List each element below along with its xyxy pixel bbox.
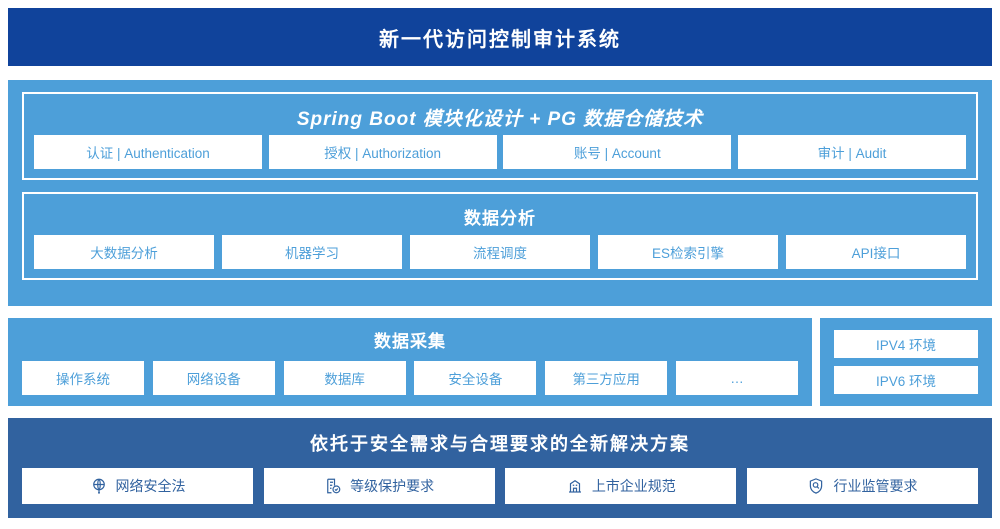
chip-account[interactable]: 账号 | Account [503,135,732,169]
solution-panel: 依托于安全需求与合理要求的全新解决方案 网络安全法 [8,418,992,518]
data-analysis-group: 数据分析 大数据分析 机器学习 流程调度 ES检索引擎 API接口 [22,192,978,280]
data-analysis-chip-row: 大数据分析 机器学习 流程调度 ES检索引擎 API接口 [34,235,966,269]
chip-industry-regulation[interactable]: 行业监管要求 [746,468,978,504]
chip-process-scheduling[interactable]: 流程调度 [410,235,590,269]
shield-search-icon [807,477,825,495]
chip-authentication[interactable]: 认证 | Authentication [34,135,262,169]
chip-more-ellipsis[interactable]: … [675,361,798,395]
chip-machine-learning[interactable]: 机器学习 [222,235,402,269]
chip-ipv6-environment[interactable]: IPV6 环境 [834,366,978,394]
chip-classified-protection[interactable]: 等级保护要求 [263,468,495,504]
chip-label: 网络安全法 [115,478,186,494]
chip-label: 等级保护要求 [350,478,435,494]
chip-database[interactable]: 数据库 [283,361,406,395]
chip-big-data-analysis[interactable]: 大数据分析 [34,235,214,269]
globe-icon [90,477,108,495]
data-analysis-group-title: 数据分析 [464,209,536,228]
chip-label: 上市企业规范 [591,478,676,494]
platform-stack-panel: Spring Boot 模块化设计 + PG 数据仓储技术 认证 | Authe… [8,80,992,306]
data-collection-chip-row: 操作系统 网络设备 数据库 安全设备 第三方应用 … [22,361,798,395]
ip-environment-panel: IPV4 环境 IPV6 环境 [820,318,992,406]
chip-ipv4-environment[interactable]: IPV4 环境 [834,330,978,358]
chip-authorization[interactable]: 授权 | Authorization [268,135,497,169]
chip-es-search-engine[interactable]: ES检索引擎 [598,235,778,269]
bank-building-icon [566,477,584,495]
chip-api-interface[interactable]: API接口 [786,235,966,269]
header-bar: 新一代访问控制审计系统 [8,8,992,66]
spring-boot-group-title: Spring Boot 模块化设计 + PG 数据仓储技术 [296,109,704,130]
solution-chip-row: 网络安全法 等级保护要求 [22,468,978,504]
data-collection-title: 数据采集 [374,332,446,351]
document-check-icon [324,477,342,495]
page-title: 新一代访问控制审计系统 [379,28,621,51]
chip-third-party-app[interactable]: 第三方应用 [545,361,668,395]
spring-boot-group: Spring Boot 模块化设计 + PG 数据仓储技术 认证 | Authe… [22,92,978,180]
chip-label: 行业监管要求 [833,478,918,494]
data-collection-panel: 数据采集 操作系统 网络设备 数据库 安全设备 第三方应用 … [8,318,812,406]
chip-listed-company-standard[interactable]: 上市企业规范 [505,468,737,504]
chip-operating-system[interactable]: 操作系统 [22,361,144,395]
spring-boot-chip-row: 认证 | Authentication 授权 | Authorization 账… [34,135,966,169]
chip-security-device[interactable]: 安全设备 [414,361,537,395]
solution-panel-title: 依托于安全需求与合理要求的全新解决方案 [310,434,690,454]
chip-cybersecurity-law[interactable]: 网络安全法 [22,468,253,504]
chip-network-device[interactable]: 网络设备 [152,361,275,395]
chip-audit[interactable]: 审计 | Audit [737,135,966,169]
